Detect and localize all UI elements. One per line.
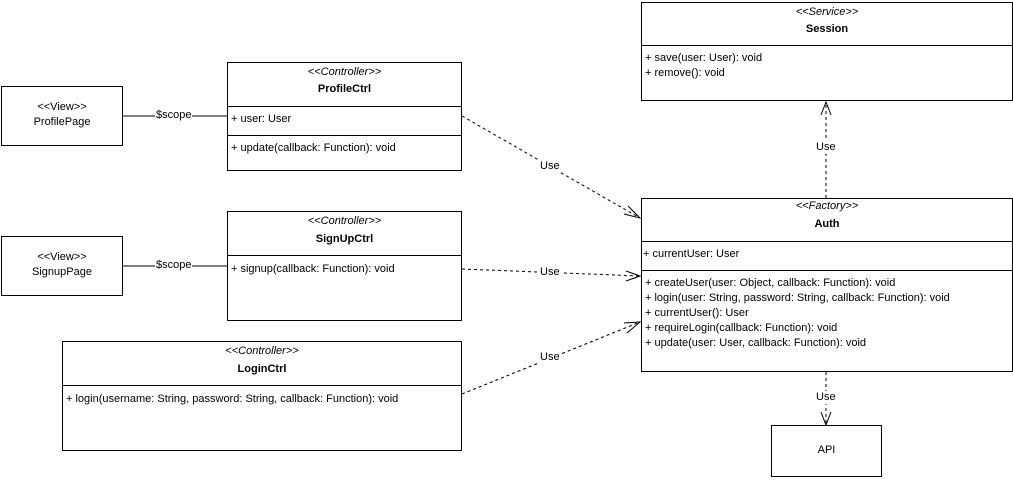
signup-ctrl-class-name: SignUpCtrl [315, 233, 374, 245]
login-ctrl-separator [63, 385, 461, 386]
login-ctrl-method: + login(username: String, password: Stri… [66, 393, 399, 405]
auth-method: + requireLogin(callback: Function): void [645, 322, 838, 334]
signup-use-arrowhead [625, 270, 642, 282]
profile-ctrl-stereotype: <<Controller>> [307, 66, 382, 78]
signup-page-name: SignupPage [32, 266, 92, 278]
profile-page-name: ProfilePage [33, 116, 91, 128]
profile-ctrl-class-name: ProfileCtrl [317, 83, 372, 95]
session-method: + save(user: User): void [645, 52, 763, 64]
login-use-label: Use [539, 351, 561, 364]
auth-session-use-arrowhead [820, 100, 832, 116]
session-method: + remove(): void [645, 67, 725, 79]
signup-ctrl-class[interactable]: <<Controller>> SignUpCtrl + signup(callb… [227, 211, 462, 321]
profile-use-label: Use [539, 160, 561, 173]
profile-ctrl-class[interactable]: <<Controller>> ProfileCtrl + user: User … [227, 62, 462, 171]
auth-api-use-label: Use [815, 391, 837, 404]
profile-scope-label: $scope [155, 109, 193, 122]
session-stereotype: <<Service>> [795, 6, 859, 18]
profile-ctrl-separator [228, 135, 461, 136]
profile-page-view[interactable]: <<View>> ProfilePage [1, 86, 123, 146]
session-class[interactable]: <<Service>> Session + save(user: User): … [641, 2, 1013, 101]
signup-ctrl-stereotype: <<Controller>> [307, 215, 382, 227]
auth-class[interactable]: <<Factory>> Auth + currentUser: User + c… [641, 198, 1013, 372]
signup-page-stereotype: <<View>> [37, 251, 87, 263]
auth-separator [642, 241, 1012, 242]
login-use-arrowhead [623, 321, 642, 334]
profile-ctrl-separator [228, 106, 461, 107]
login-ctrl-stereotype: <<Controller>> [225, 345, 299, 357]
profile-page-stereotype: <<View>> [37, 101, 87, 113]
auth-method: + createUser(user: Object, callback: Fun… [645, 277, 896, 289]
api-name: API [817, 444, 836, 456]
login-ctrl-class-name: LoginCtrl [237, 363, 287, 375]
api-box[interactable]: API [771, 425, 882, 477]
auth-session-use-label: Use [815, 141, 837, 154]
auth-separator [642, 270, 1012, 271]
session-class-name: Session [805, 23, 849, 35]
signup-ctrl-method: + signup(callback: Function): void [231, 263, 395, 275]
auth-stereotype: <<Factory>> [795, 200, 859, 212]
session-separator [642, 45, 1012, 46]
auth-class-name: Auth [814, 218, 840, 230]
signup-page-view[interactable]: <<View>> SignupPage [1, 236, 123, 296]
login-ctrl-class[interactable]: <<Controller>> LoginCtrl + login(usernam… [62, 341, 462, 451]
profile-ctrl-method: + update(callback: Function): void [231, 142, 396, 154]
profile-ctrl-attribute: + user: User [231, 113, 292, 125]
signup-use-label: Use [539, 266, 561, 279]
auth-api-use-arrowhead [820, 411, 832, 427]
auth-attribute: + currentUser: User [643, 248, 740, 260]
signup-ctrl-separator [228, 255, 461, 256]
auth-method: + currentUser(): User [645, 307, 749, 319]
auth-method: + update(user: User, callback: Function)… [645, 337, 867, 349]
auth-method: + login(user: String, password: String, … [645, 292, 950, 304]
profile-use-arrowhead [623, 205, 642, 219]
signup-scope-label: $scope [155, 259, 193, 272]
